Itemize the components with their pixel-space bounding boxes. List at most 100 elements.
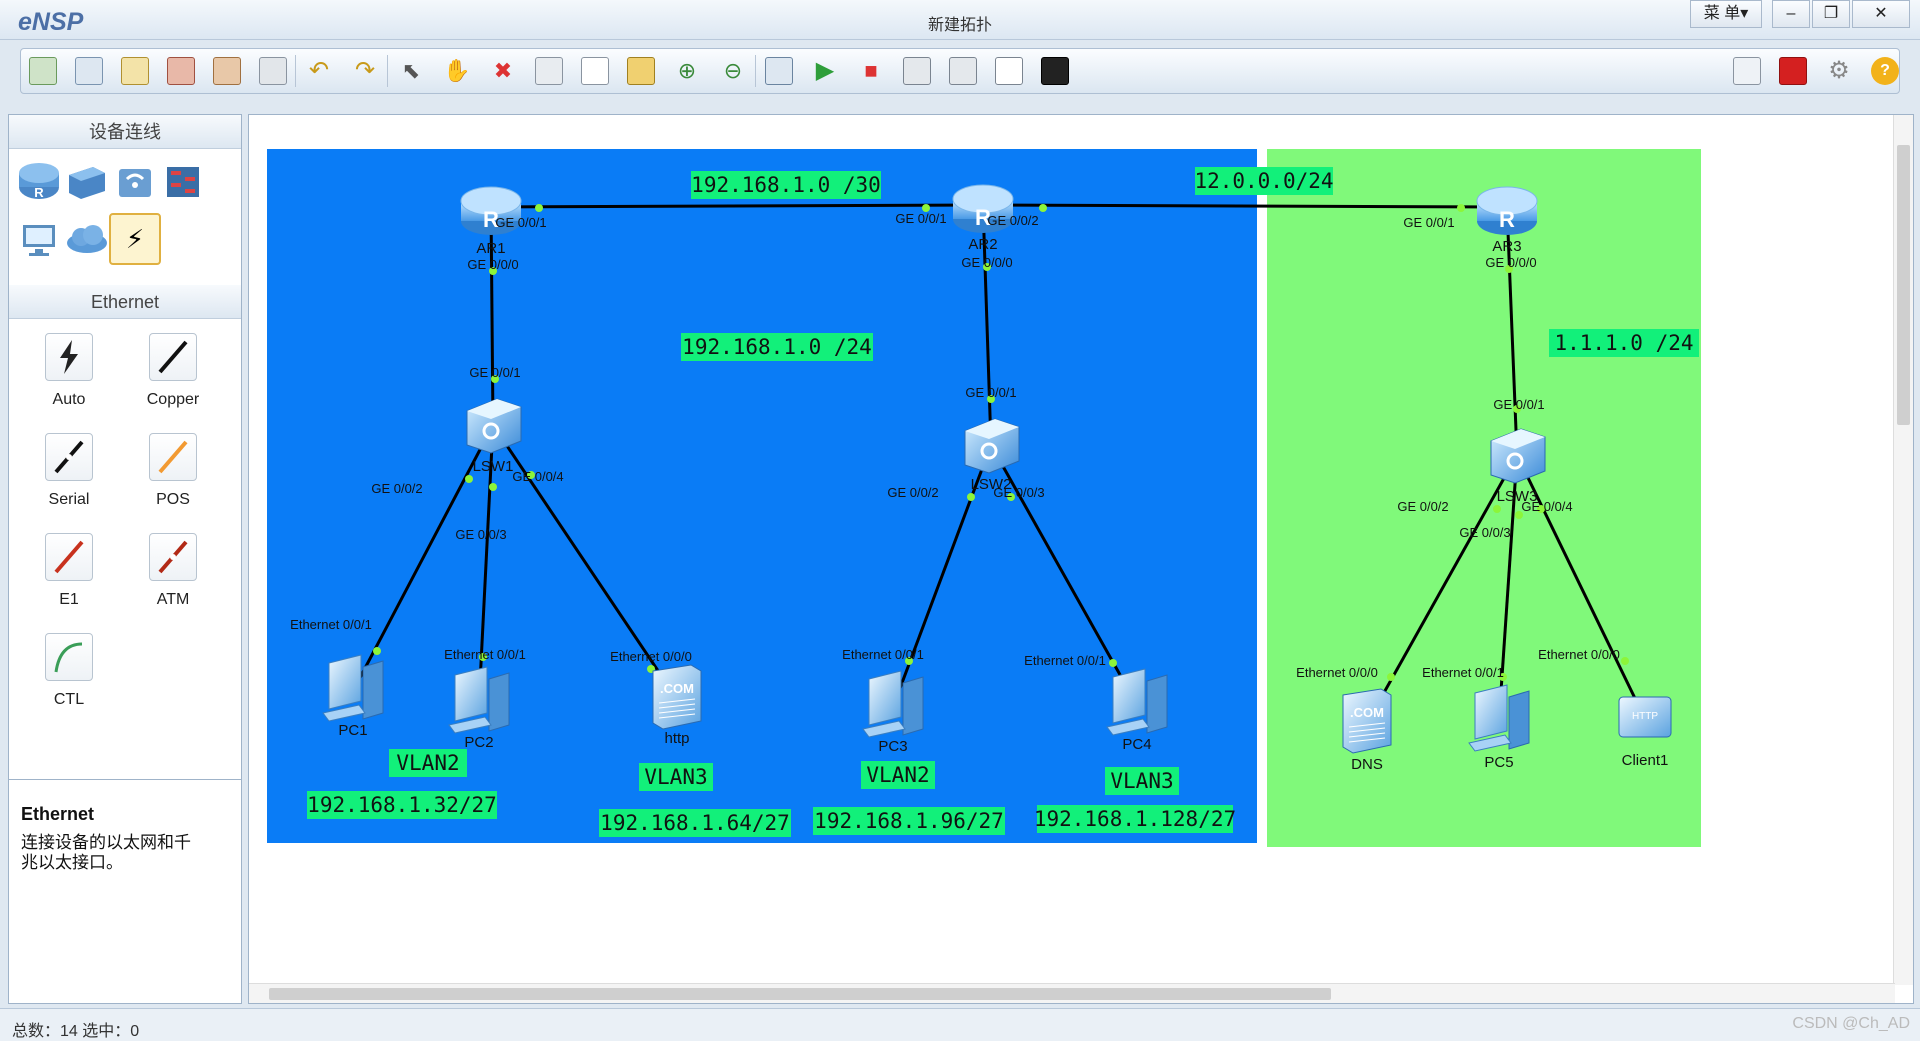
firewall-category-icon[interactable] xyxy=(159,157,207,205)
switch-category-icon[interactable] xyxy=(63,157,111,205)
subnet-label: 192.168.1.0 /30 xyxy=(691,173,881,197)
print-icon[interactable] xyxy=(259,57,287,85)
subnet-label-bg xyxy=(681,333,873,361)
blue-area[interactable] xyxy=(267,149,1257,843)
horizontal-scrollbar[interactable] xyxy=(249,983,1895,1003)
subnet-label: VLAN3 xyxy=(1110,769,1173,793)
device-pc1[interactable]: PC1 xyxy=(322,654,384,739)
start-icon[interactable]: ▶ xyxy=(815,57,835,84)
delete-link-icon[interactable] xyxy=(535,57,563,85)
svg-text:R: R xyxy=(34,185,44,200)
save-as-icon[interactable] xyxy=(213,57,241,85)
undo-icon[interactable]: ↶ xyxy=(308,57,330,84)
device-label: AR2 xyxy=(968,236,997,253)
settings-gear-icon[interactable]: ⚙ xyxy=(1828,57,1850,84)
device-pc4[interactable]: PC4 xyxy=(1106,668,1168,753)
hand-icon[interactable]: ✋ xyxy=(443,58,471,83)
auto-cable-icon xyxy=(45,333,93,381)
new-file-icon[interactable] xyxy=(75,57,103,85)
grid-icon[interactable] xyxy=(995,57,1023,85)
select-icon[interactable]: ⬉ xyxy=(401,58,421,83)
connection-category-icon[interactable]: ⚡ xyxy=(109,213,161,265)
horizontal-scroll-thumb[interactable] xyxy=(269,988,1331,1000)
port-label: Ethernet 0/0/1 xyxy=(1422,665,1504,680)
cloud-category-icon[interactable] xyxy=(63,215,111,263)
menu-button[interactable]: 菜 单▾ xyxy=(1690,0,1762,28)
open-icon[interactable] xyxy=(121,57,149,85)
redo-icon[interactable]: ↷ xyxy=(354,57,376,84)
info-desc-line1: 连接设备的以太网和千 xyxy=(21,833,191,852)
close-button[interactable]: ✕ xyxy=(1852,0,1910,28)
subnet-label-bg xyxy=(389,749,467,777)
cable-auto[interactable]: Auto xyxy=(17,325,121,421)
port-dot xyxy=(1109,659,1117,667)
cable-ctl[interactable]: CTL xyxy=(17,625,121,721)
port-dot xyxy=(905,657,913,665)
port-label: Ethernet 0/0/0 xyxy=(610,649,692,664)
toolbar: ↶ ↷ ⬉ ✋ ✖ ⊕ ⊖ ▶ ■ ⚙ ? xyxy=(20,48,1900,94)
cable-pos[interactable]: POS xyxy=(121,425,225,521)
cable-e1[interactable]: E1 xyxy=(17,525,121,621)
help-icon[interactable]: ? xyxy=(1871,57,1899,85)
minimize-button[interactable]: – xyxy=(1772,0,1810,28)
link-7[interactable] xyxy=(491,424,679,700)
subnet-label: VLAN3 xyxy=(644,765,707,789)
stop-icon[interactable]: ■ xyxy=(864,58,878,83)
chat-icon[interactable] xyxy=(1733,57,1761,85)
device-lsw2[interactable]: LSW2 xyxy=(964,418,1020,493)
device-pc3[interactable]: PC3 xyxy=(862,670,924,755)
port-dot xyxy=(1493,505,1501,513)
text-icon[interactable] xyxy=(581,57,609,85)
subnet-label-bg xyxy=(307,791,497,819)
capture-icon[interactable] xyxy=(903,57,931,85)
restore-button[interactable]: ❐ xyxy=(1812,0,1850,28)
wireless-category-icon[interactable] xyxy=(111,157,159,205)
vertical-scrollbar[interactable] xyxy=(1893,115,1913,985)
huawei-icon[interactable] xyxy=(1779,57,1807,85)
atm-cable-icon xyxy=(149,533,197,581)
router-category-icon[interactable]: R xyxy=(15,157,63,205)
terminal-icon[interactable] xyxy=(1041,57,1069,85)
device-label: LSW2 xyxy=(971,476,1012,493)
topology-icon[interactable] xyxy=(949,57,977,85)
new-topology-icon[interactable] xyxy=(29,57,57,85)
link-5[interactable] xyxy=(351,424,495,692)
cable-serial[interactable]: Serial xyxy=(17,425,121,521)
link-12[interactable] xyxy=(1515,454,1647,720)
port-dot xyxy=(987,395,995,403)
vertical-scroll-thumb[interactable] xyxy=(1897,145,1910,425)
cable-atm[interactable]: ATM xyxy=(121,525,225,621)
subnet-label-bg xyxy=(1549,329,1699,357)
link-4[interactable] xyxy=(1505,206,1519,456)
link-1[interactable] xyxy=(982,203,1508,209)
save-icon[interactable] xyxy=(167,57,195,85)
device-pc2[interactable]: PC2 xyxy=(448,666,510,751)
device-label: LSW3 xyxy=(1497,488,1538,505)
cable-copper[interactable]: Copper xyxy=(121,325,225,421)
device-lsw3[interactable]: LSW3 xyxy=(1490,428,1546,505)
delete-icon[interactable]: ✖ xyxy=(493,58,513,83)
zoom-in-icon[interactable]: ⊕ xyxy=(677,58,697,83)
fit-icon[interactable] xyxy=(765,57,793,85)
palette-icon[interactable] xyxy=(627,57,655,85)
port-label: GE 0/0/2 xyxy=(987,213,1038,228)
copper-cable-icon xyxy=(149,333,197,381)
info-desc-line2: 兆以太接口。 xyxy=(21,853,123,872)
zoom-out-icon[interactable]: ⊖ xyxy=(723,58,743,83)
link-2[interactable] xyxy=(489,206,495,426)
device-pc5[interactable]: PC5 xyxy=(1468,684,1530,771)
port-label: GE 0/0/3 xyxy=(455,527,506,542)
pc-category-icon[interactable] xyxy=(15,215,63,263)
link-0[interactable] xyxy=(490,203,984,209)
app-logo: eNSP xyxy=(18,8,84,36)
link-3[interactable] xyxy=(981,204,993,446)
device-label: AR3 xyxy=(1492,238,1521,255)
device-lsw1[interactable]: LSW1 xyxy=(466,398,522,475)
